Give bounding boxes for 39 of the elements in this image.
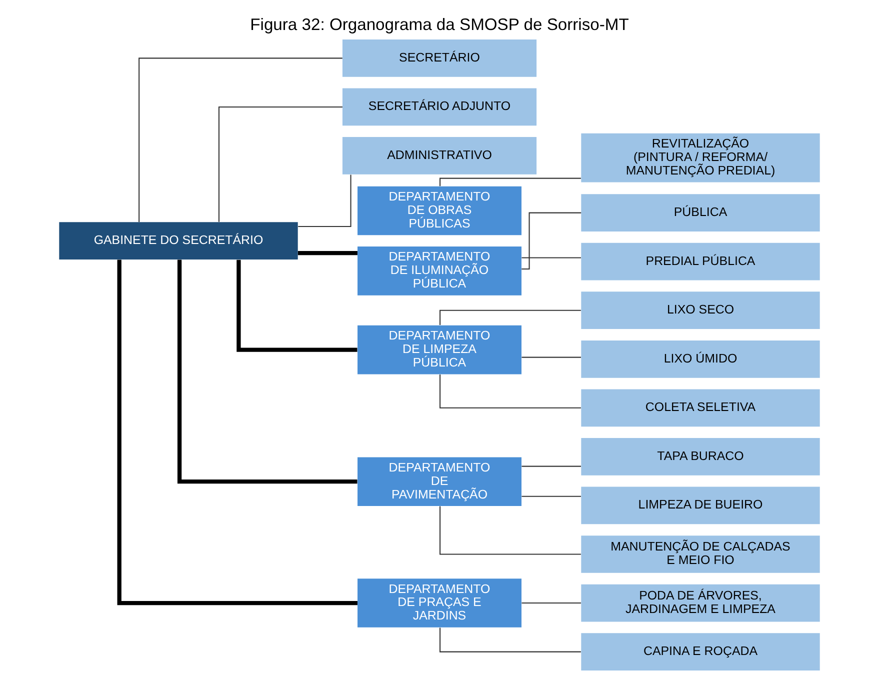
connector <box>440 628 581 652</box>
node-box: SECRETÁRIO ADJUNTO <box>342 88 537 126</box>
node-box: PODA DE ÁRVORES, JARDINAGEM E LIMPEZA <box>581 584 820 622</box>
node-box: LIMPEZA DE BUEIRO <box>581 486 820 524</box>
node-box: ADMINISTRATIVO <box>342 137 537 174</box>
connector <box>218 106 342 222</box>
node-box: DEPARTAMENTO DE LIMPEZA PÚBLICA <box>358 325 522 374</box>
node-box: REVITALIZAÇÃO (PINTURA / REFORMA/ MANUTENÇÃO PREDIAL) <box>581 133 820 182</box>
connector <box>177 260 358 484</box>
node-box: TAPA BURACO <box>581 438 820 476</box>
node-box: DEPARTAMENTO DE ILUMINAÇÃO PÚBLICA <box>358 246 522 296</box>
node-box: DEPARTAMENTO DE PAVIMENTAÇÃO <box>358 457 522 506</box>
node-box: LIXO SECO <box>581 292 820 330</box>
connector <box>138 58 342 222</box>
connector <box>522 356 581 358</box>
node-box: SECRETÁRIO <box>342 40 537 77</box>
node-box: PREDIAL PÚBLICA <box>581 242 820 280</box>
connector <box>440 178 581 186</box>
connector <box>440 374 581 408</box>
node-box: CAPINA E ROÇADA <box>581 633 820 670</box>
connector <box>440 310 581 326</box>
connector <box>236 260 358 352</box>
diagram-title: Figura 32: Organograma da SMOSP de Sorriso-MT <box>250 14 629 34</box>
connector <box>117 260 358 606</box>
connector <box>522 257 581 258</box>
connector <box>522 496 581 497</box>
connector <box>440 506 581 555</box>
node-box: GABINETE DO SECRETÁRIO <box>59 222 298 260</box>
connector <box>298 250 358 256</box>
node-box: DEPARTAMENTO DE OBRAS PÚBLICAS <box>358 186 522 236</box>
connector <box>522 212 582 270</box>
connector <box>298 174 352 227</box>
node-box: DEPARTAMENTO DE PRAÇAS E JARDINS <box>358 578 522 628</box>
node-box: MANUTENÇÃO DE CALÇADAS E MEIO FIO <box>581 536 820 573</box>
connector <box>522 466 581 467</box>
node-box: PÚBLICA <box>581 194 820 232</box>
connector <box>522 602 581 604</box>
node-box: COLETA SELETIVA <box>581 389 820 427</box>
node-box: LIXO ÚMIDO <box>581 340 820 378</box>
